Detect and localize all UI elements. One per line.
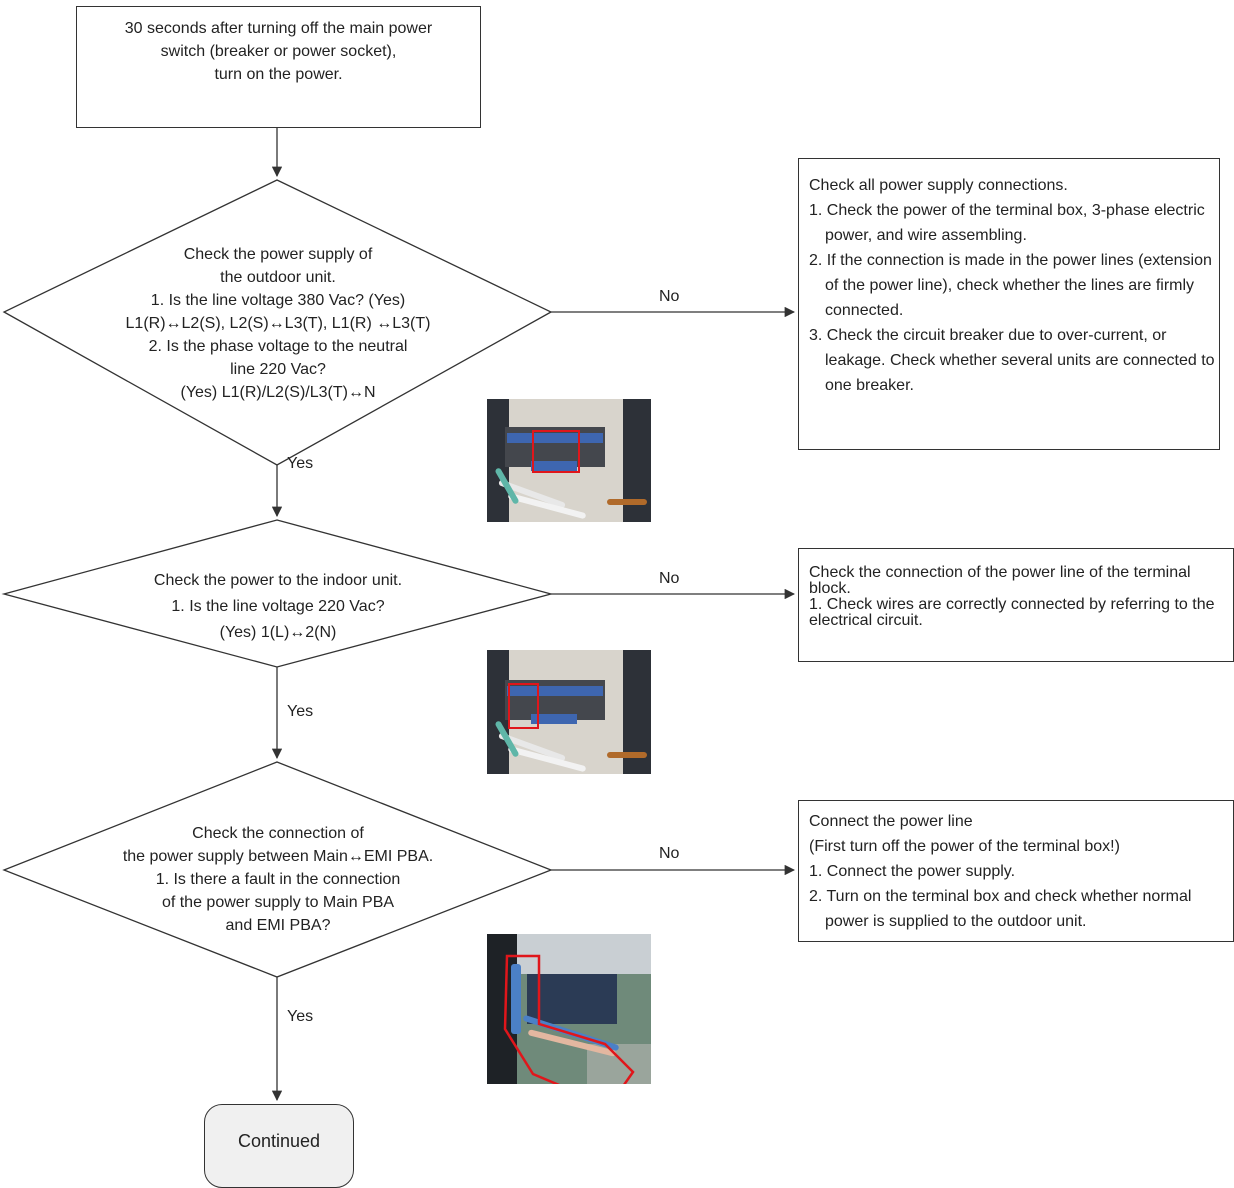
- d3-no-label: No: [659, 845, 680, 862]
- d1-line-1: Check the power supply of: [183, 246, 373, 263]
- continued-terminator: Continued: [204, 1104, 354, 1188]
- action3-item-2: 2. Turn on the terminal box and check wh…: [809, 888, 1192, 930]
- action2-heading: Check the connection of the power line o…: [809, 564, 1191, 597]
- d3-yes-label: Yes: [287, 1008, 314, 1025]
- action1-item-3: 3. Check the circuit breaker due to over…: [809, 327, 1215, 394]
- terminal-block-photo-1: [487, 399, 651, 522]
- action-box-1: Check all power supply connections. 1. C…: [798, 158, 1220, 450]
- action1-heading: Check all power supply connections.: [809, 177, 1068, 194]
- start-line-2: switch (breaker or power socket),: [160, 43, 397, 60]
- action2-item-1: 1. Check wires are correctly connected b…: [809, 596, 1215, 629]
- action1-item-2: 2. If the connection is made in the powe…: [809, 252, 1212, 319]
- d3-line-1: Check the connection of: [192, 825, 364, 842]
- d1-yes-label: Yes: [287, 455, 314, 472]
- d3-line-5: and EMI PBA?: [225, 917, 331, 934]
- pba-wiring-photo: [487, 934, 651, 1084]
- decision-3-text: Check the connection of the power supply…: [60, 822, 496, 937]
- d2-yes-label: Yes: [287, 703, 314, 720]
- d3-line-3: 1. Is there a fault in the connection: [155, 871, 401, 888]
- d2-no-label: No: [659, 570, 680, 587]
- d2-line-2: 1. Is the line voltage 220 Vac?: [171, 598, 385, 615]
- continued-label: Continued: [237, 1131, 321, 1151]
- action3-item-1: 1. Connect the power supply.: [809, 863, 1016, 880]
- d1-line-3: 1. Is the line voltage 380 Vac? (Yes): [150, 292, 406, 309]
- d3-line-2: the power supply between Main↔EMI PBA.: [122, 848, 434, 865]
- d1-line-4: L1(R)↔L2(S), L2(S)↔L3(T), L1(R) ↔L3(T): [125, 315, 431, 332]
- start-box: 30 seconds after turning off the main po…: [76, 6, 481, 128]
- d1-line-7: (Yes) L1(R)/L2(S)/L3(T)↔N: [180, 384, 376, 401]
- action3-heading: Connect the power line: [809, 813, 973, 830]
- d1-line-2: the outdoor unit.: [220, 269, 336, 286]
- d1-no-label: No: [659, 288, 680, 305]
- action3-subheading: (First turn off the power of the termina…: [809, 838, 1120, 855]
- d2-line-1: Check the power to the indoor unit.: [153, 572, 403, 589]
- action-box-2: Check the connection of the power line o…: [798, 548, 1234, 662]
- decision-1-text: Check the power supply of the outdoor un…: [30, 243, 526, 404]
- start-line-3: turn on the power.: [214, 66, 343, 83]
- start-line-1: 30 seconds after turning off the main po…: [124, 20, 433, 37]
- action-box-3: Connect the power line (First turn off t…: [798, 800, 1234, 942]
- action1-item-1: 1. Check the power of the terminal box, …: [809, 202, 1205, 244]
- d1-line-5: 2. Is the phase voltage to the neutral: [148, 338, 408, 355]
- d2-line-3: (Yes) 1(L)↔2(N): [219, 624, 337, 641]
- decision-2-text: Check the power to the indoor unit. 1. I…: [60, 568, 496, 646]
- d1-line-6: line 220 Vac?: [230, 361, 326, 378]
- d3-line-4: of the power supply to Main PBA: [161, 894, 395, 911]
- terminal-block-photo-2: [487, 650, 651, 774]
